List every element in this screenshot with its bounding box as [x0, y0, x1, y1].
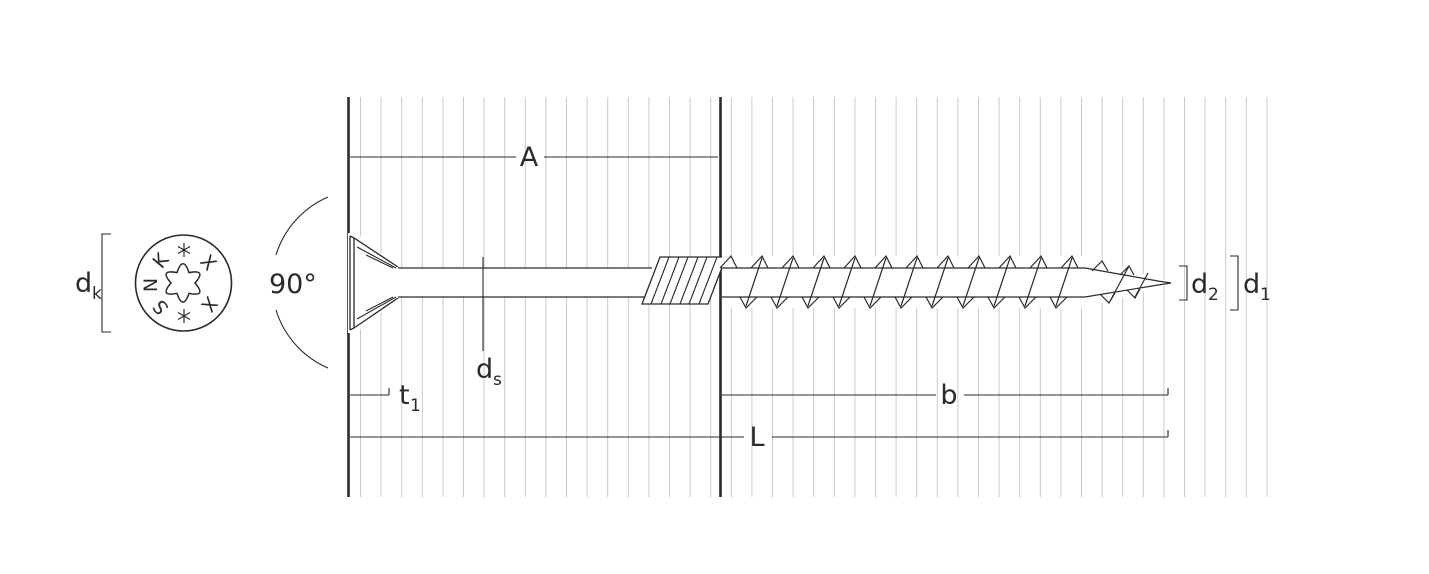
milled-section-hatch: [650, 256, 718, 305]
d1-bracket: [1230, 255, 1239, 311]
thread-crests: [719, 254, 1079, 309]
head-marking-letter: N: [140, 278, 162, 292]
label-shank-diameter: d s: [476, 354, 502, 390]
head-marking-star-top-icon: [177, 243, 191, 257]
screw-tip: [1084, 260, 1172, 304]
thread-section: [719, 254, 1172, 309]
label-core-diameter: d 2: [1191, 269, 1219, 305]
svg-text:2: 2: [1208, 285, 1219, 305]
svg-text:1: 1: [410, 396, 421, 416]
milled-section-fill: [642, 257, 726, 304]
dimension-labels: d k 90° A d s t 1 b L d 2 d 1: [75, 142, 1271, 453]
screw-head: [348, 233, 399, 333]
dimension-b: [722, 388, 1169, 396]
svg-text:d: d: [75, 268, 92, 299]
svg-text:d: d: [1191, 269, 1208, 300]
angle-arc: [275, 196, 329, 369]
screw-shank: [398, 267, 652, 298]
head-marking-star-bottom-icon: [177, 309, 191, 323]
label-head-angle: 90°: [269, 269, 317, 300]
label-total-length-L: L: [749, 422, 764, 453]
svg-text:1: 1: [1260, 285, 1271, 305]
label-countersink-depth: t 1: [399, 380, 421, 416]
svg-text:k: k: [92, 284, 102, 304]
svg-text:d: d: [476, 354, 493, 385]
svg-text:t: t: [399, 380, 410, 411]
dimension-L: [350, 430, 1169, 438]
d2-bracket: [1179, 265, 1188, 301]
label-head-diameter: d k: [75, 268, 102, 304]
head-front-view: [134, 234, 233, 332]
label-thread-length-b: b: [940, 380, 957, 411]
label-outer-diameter: d 1: [1243, 269, 1271, 305]
shank-fill: [398, 268, 652, 297]
svg-text:d: d: [1243, 269, 1260, 300]
dk-bracket: [101, 233, 111, 333]
label-upper-length-A: A: [520, 142, 539, 173]
screw-side-view: [348, 233, 1172, 351]
head-serration-ribs: [356, 246, 397, 320]
torx-recess-icon: [165, 263, 201, 303]
svg-text:s: s: [493, 370, 502, 390]
head-outline-circle: [134, 234, 233, 332]
dimension-t1: [350, 388, 390, 396]
dimension-lines: [101, 156, 1239, 438]
